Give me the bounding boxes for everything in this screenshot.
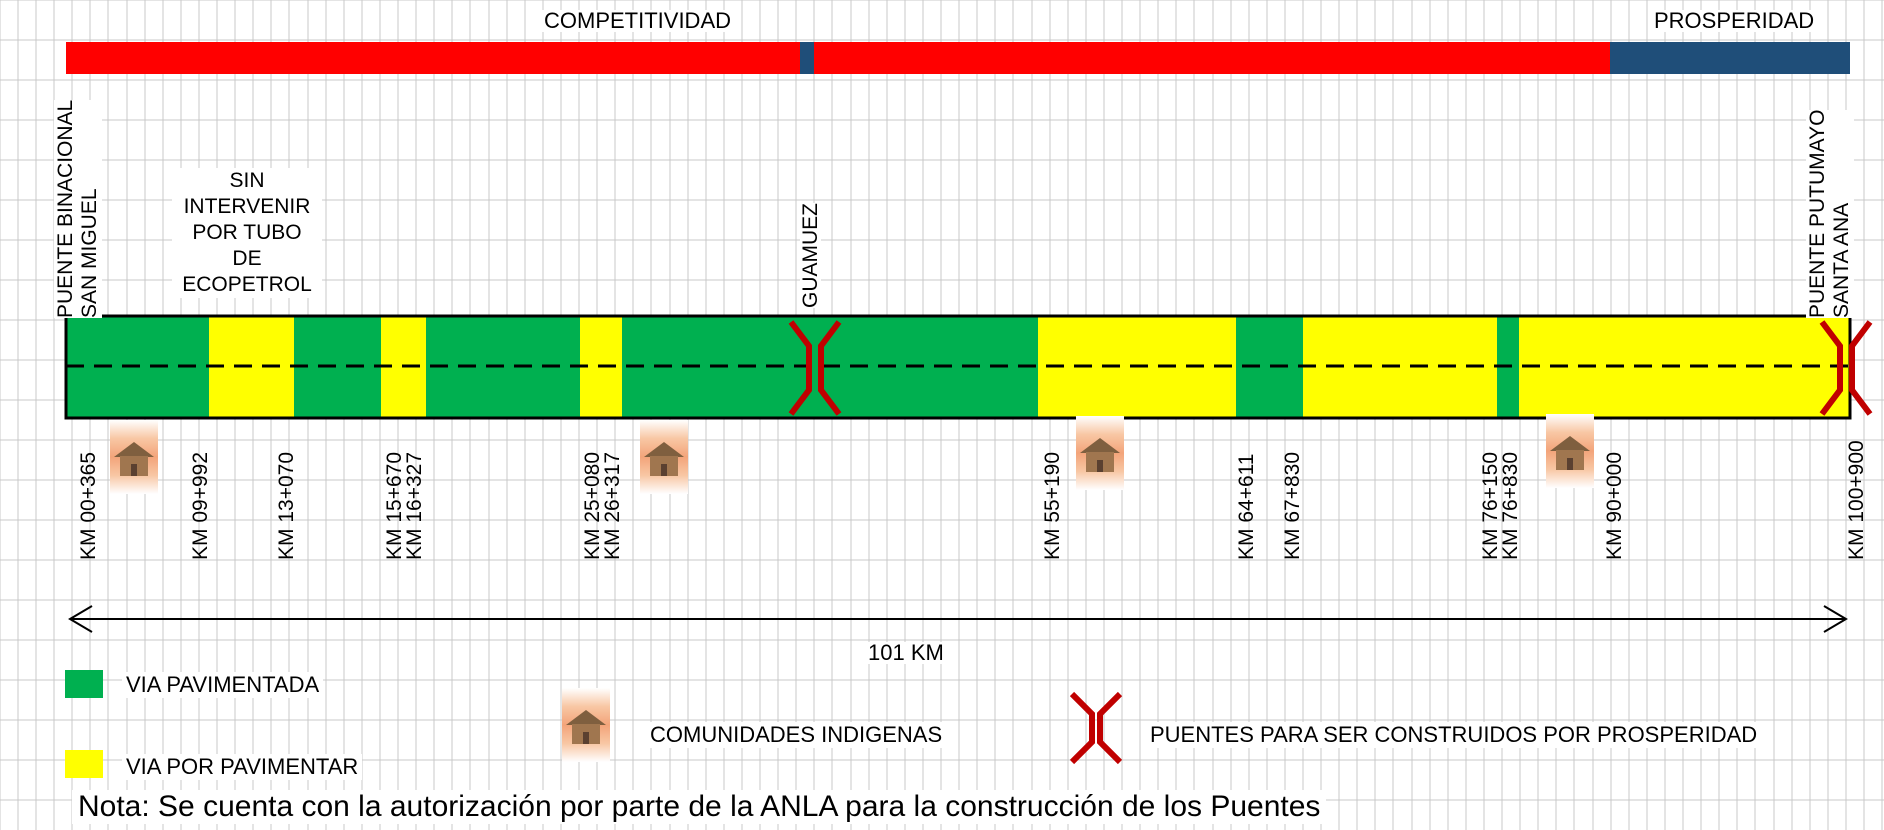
km-label: KM 67+830	[1281, 452, 1304, 560]
right-bridge-line2: SANTA ANA	[1830, 109, 1854, 318]
legend-bridges-label: PUENTES PARA SER CONSTRUIDOS POR PROSPER…	[1146, 722, 1762, 748]
left-bridge-line1: PUENTE BINACIONAL	[54, 99, 78, 318]
house-icon	[640, 420, 688, 494]
km-label: KM 09+992	[189, 452, 212, 560]
guamuez-label: GUAMUEZ	[799, 203, 822, 308]
km-label: KM 76+830	[1499, 452, 1522, 560]
km-label: KM 26+317	[601, 452, 624, 560]
km-label: KM 16+327	[403, 452, 426, 560]
note-line: ECOPETROL	[182, 273, 312, 296]
competitividad-bar	[66, 42, 1610, 74]
note-line: SIN	[229, 169, 265, 192]
note-line: DE	[232, 247, 262, 270]
paved-swatch	[65, 670, 103, 698]
right-bridge-line1: PUENTE PUTUMAYO	[1806, 109, 1830, 318]
competitividad-label: COMPETITIVIDAD	[540, 10, 736, 32]
road-segment-paved	[294, 316, 381, 418]
bridge-icon	[788, 320, 842, 416]
note-line: POR TUBO	[192, 221, 302, 244]
prosperidad-bar	[1610, 42, 1850, 74]
house-icon	[1076, 416, 1124, 490]
house-icon	[110, 420, 158, 494]
km-label: KM 55+190	[1041, 452, 1064, 560]
total-length-label: 101 KM	[864, 642, 948, 664]
house-icon	[1546, 414, 1594, 488]
left-bridge-line2: SAN MIGUEL	[78, 99, 102, 318]
left-bridge-label: PUENTE BINACIONAL SAN MIGUEL	[54, 99, 102, 318]
km-label: KM 100+900	[1845, 440, 1868, 560]
road-segment-unpaved	[1519, 316, 1850, 418]
sin-intervenir-note: SIN INTERVENIR POR TUBO DE ECOPETROL	[172, 168, 322, 298]
km-label: KM 76+150	[1479, 452, 1502, 560]
house-icon	[562, 688, 610, 762]
legend-paved-label: VIA PAVIMENTADA	[122, 672, 324, 698]
bridge-icon	[1819, 320, 1873, 416]
km-label: KM 00+365	[77, 452, 100, 560]
km-label: KM 25+080	[581, 452, 604, 560]
km-label: KM 15+670	[383, 452, 406, 560]
prosperidad-label: PROSPERIDAD	[1650, 10, 1819, 32]
km-label: KM 13+070	[275, 452, 298, 560]
arrow-left-head	[68, 605, 93, 633]
arrow-right-head	[1823, 605, 1848, 633]
legend-unpaved-label: VIA POR PAVIMENTAR	[122, 754, 363, 780]
note-line: INTERVENIR	[183, 195, 311, 218]
right-bridge-label: PUENTE PUTUMAYO SANTA ANA	[1806, 109, 1854, 318]
km-label: KM 90+000	[1603, 452, 1626, 560]
bridge-icon	[1069, 691, 1123, 765]
competitividad-marker	[800, 42, 814, 74]
km-label: KM 64+611	[1235, 453, 1258, 560]
unpaved-swatch	[65, 750, 103, 778]
legend-communities-label: COMUNIDADES INDIGENAS	[646, 722, 947, 748]
note-text: Nota: Se cuenta con la autorización por …	[72, 790, 1327, 824]
